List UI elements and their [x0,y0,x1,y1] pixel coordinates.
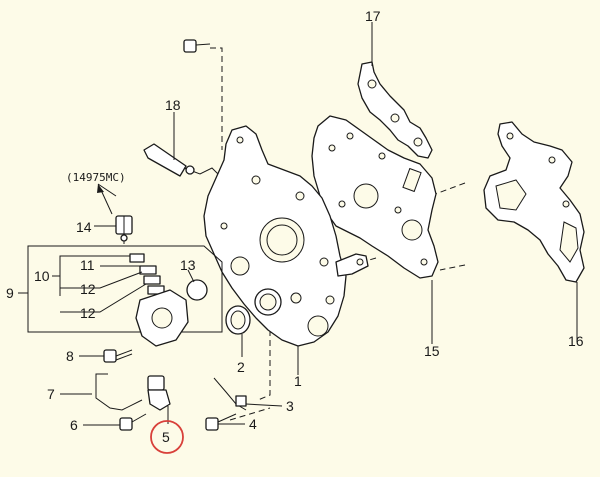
callout-9[interactable]: 9 [6,285,14,301]
fitting-14-tip [120,234,128,242]
callout-7[interactable]: 7 [47,386,55,402]
o-ring-12b [143,275,161,285]
bolt-top-part [183,39,211,53]
callout-12-lower[interactable]: 12 [80,305,96,321]
sensor-harness [95,373,143,411]
clip-3-part [213,377,247,411]
plate-bolt-hole [420,258,428,266]
callout-16[interactable]: 16 [568,333,584,349]
bolt-6-part [119,413,147,431]
cover-bolt-hole [319,257,329,267]
callout-4[interactable]: 4 [249,416,257,432]
plate-bolt-hole [338,200,346,208]
gasket-bolt-hole [367,79,377,89]
cover-bolt-hole [220,222,228,230]
callout-2[interactable]: 2 [237,359,245,375]
plate-bolt-hole [328,144,336,152]
callout-6[interactable]: 6 [70,417,78,433]
subassembly-box [27,245,223,333]
callout-1[interactable]: 1 [294,373,302,389]
bolt-8-part [103,349,133,363]
callout-15[interactable]: 15 [424,343,440,359]
plate-opening [353,183,379,209]
reference-arrow [97,184,113,215]
cover-opening [307,315,329,337]
callout-8[interactable]: 8 [66,348,74,364]
plate-slot [402,167,422,193]
right-gasket-part [483,121,585,283]
plate-opening [401,219,423,241]
cover-bolt-hole [236,136,244,144]
plate-bolt-hole [346,132,354,140]
leader-lines [18,22,578,426]
gasket-bolt-hole [548,156,556,164]
gasket-bolt-hole [506,132,514,140]
sensor-18-connector [185,165,195,175]
gasket-opening [559,221,579,263]
cover-large-opening [259,217,305,263]
cover-seal-bore [259,293,277,311]
callout-14[interactable]: 14 [76,219,92,235]
callout-12-upper[interactable]: 12 [80,281,96,297]
callout-17[interactable]: 17 [365,8,381,24]
callout-10[interactable]: 10 [34,268,50,284]
callout-3[interactable]: 3 [286,398,294,414]
callout-18[interactable]: 18 [165,97,181,113]
upper-gasket-part [357,61,433,159]
valve-housing-bore [151,307,173,329]
plate-bolt-hole [378,152,386,160]
plate-bolt-hole [394,206,402,214]
sensor-18-part [143,143,187,177]
gasket-bolt-hole [413,137,423,147]
reference-note: (14975MC) [66,171,126,184]
clip-3-head [235,395,247,407]
cover-opening [230,256,250,276]
washer-11 [129,253,145,263]
bolt-4-part [205,413,237,431]
sensor-5-part [147,375,171,411]
gasket-bolt-hole [390,113,400,123]
cover-boss [290,292,302,304]
solenoid-stack [129,253,165,295]
gasket-bolt-hole [562,200,570,208]
highlight-circle [150,420,184,454]
cover-bolt-hole [295,191,305,201]
o-ring-13-part [186,279,208,301]
cover-bolt-hole [251,175,261,185]
cover-opening-inner [266,224,298,256]
o-ring-12a [139,265,157,275]
oil-seal-bore [230,310,246,330]
callout-13[interactable]: 13 [180,257,196,273]
callout-5[interactable]: 5 [162,429,170,445]
cover-boss-hole [356,258,364,266]
callout-11[interactable]: 11 [80,257,95,273]
cover-bolt-hole [325,295,335,305]
gasket-opening [495,179,527,211]
